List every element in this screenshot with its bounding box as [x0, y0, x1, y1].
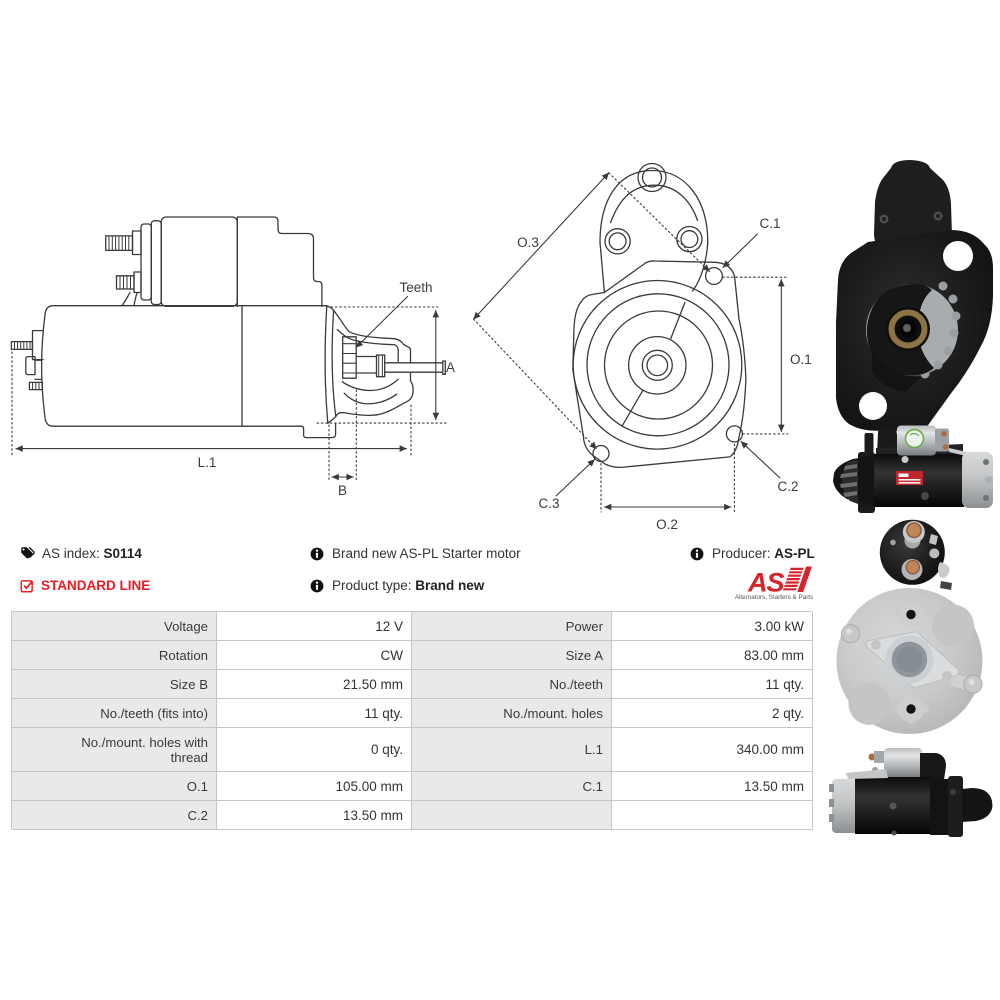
svg-text:O.3: O.3 [517, 235, 539, 250]
svg-text:Teeth: Teeth [399, 280, 432, 295]
svg-text:A: A [446, 360, 455, 375]
svg-text:AS: AS [747, 568, 784, 598]
svg-text:C.2: C.2 [777, 479, 798, 494]
svg-text:O.1: O.1 [790, 352, 812, 367]
svg-text:Alternators, Starters & Parts: Alternators, Starters & Parts [735, 594, 813, 601]
svg-text:B: B [338, 483, 347, 498]
svg-text:C.3: C.3 [538, 496, 559, 511]
svg-text:O.2: O.2 [656, 517, 678, 532]
svg-text:L.1: L.1 [198, 455, 217, 470]
svg-text:C.1: C.1 [759, 216, 780, 231]
